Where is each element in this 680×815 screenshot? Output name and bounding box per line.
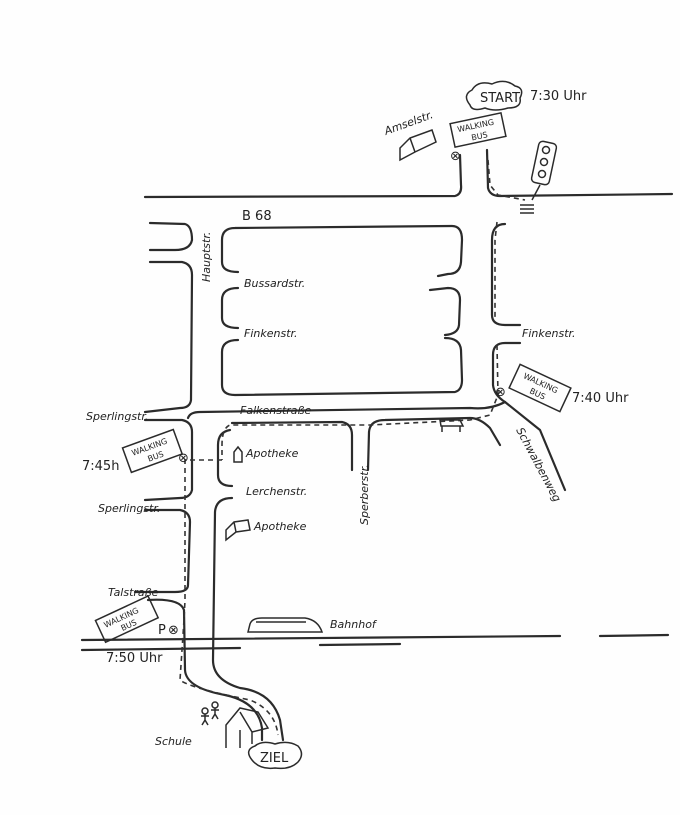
falkenstrasse-north-edge xyxy=(186,400,507,420)
stop-time: 7:40 Uhr xyxy=(572,391,629,406)
railway xyxy=(80,617,670,652)
school-road-west-edge xyxy=(146,598,264,742)
school-house-icon xyxy=(225,707,270,748)
goal-cloud: ZIEL xyxy=(247,741,303,770)
b68-south-edge xyxy=(148,221,194,252)
sperberstr-label: Sperberstr. xyxy=(358,464,371,525)
stop-time: 7:45h xyxy=(82,459,119,474)
school-label: Schule xyxy=(155,735,192,748)
crosswalk-icon xyxy=(520,204,534,214)
b68-label: B 68 xyxy=(242,209,272,224)
start-label: START xyxy=(480,91,520,106)
apotheke-label: Apotheke xyxy=(253,520,307,533)
rail-line-north xyxy=(80,633,670,642)
amselstr-label: Amselstr. xyxy=(382,108,435,138)
sperlingstr-label: Sperlingstr. xyxy=(98,502,160,515)
stop-marker-icon: ⊗ xyxy=(450,149,461,164)
traffic-light-icon xyxy=(530,140,558,201)
hauptstr-south-east-edge xyxy=(211,496,285,742)
schwalbenweg-label: Schwalbenweg xyxy=(513,425,563,504)
train-icon xyxy=(247,617,324,633)
walking-bus-sign-1: WALKING BUS xyxy=(449,111,507,149)
walking-bus-sign-3: WALKING BUS xyxy=(121,428,184,474)
hauptstr-west-edge xyxy=(143,260,194,414)
talstrasse-label: Talstraße xyxy=(108,586,159,599)
stop-marker-icon: ⊗ xyxy=(168,623,179,638)
sperlingstr-label: Sperlingstr. xyxy=(86,410,148,423)
bench-icon xyxy=(439,419,465,432)
hauptstr-label: Hauptstr. xyxy=(200,232,213,282)
bahnhof-label: Bahnhof xyxy=(330,618,378,631)
children-icon xyxy=(201,701,219,726)
stop-marker-icon: ⊗ xyxy=(178,451,189,466)
finkenstr-right-label: Finkenstr. xyxy=(522,327,576,340)
rail-line-south xyxy=(80,642,402,652)
walking-bus-route xyxy=(179,159,526,736)
start-cloud: START xyxy=(465,80,523,111)
hauptstr-south-west-edge xyxy=(133,418,194,594)
goal-label: ZIEL xyxy=(260,751,289,766)
falkenstrasse-label: Falkenstraße xyxy=(240,404,311,417)
stop-marker-icon: ⊗ xyxy=(495,385,506,400)
pharmacy-house-icon xyxy=(225,519,251,542)
lerchenstr-label: Lerchenstr. xyxy=(246,485,307,498)
sperberstr-east-edge xyxy=(366,416,502,472)
house-icon xyxy=(399,129,437,162)
block-1 xyxy=(220,224,464,278)
walking-bus-sign-2: WALKING BUS xyxy=(508,363,572,413)
finkenstr-left-label: Finkenstr. xyxy=(244,327,298,340)
b68-north-edge xyxy=(143,153,463,199)
start-road-east-edge xyxy=(485,148,674,198)
walking-bus-sign-4: WALKING BUS xyxy=(94,595,160,644)
apotheke-label: Apotheke xyxy=(245,447,299,460)
block-3 xyxy=(220,336,464,397)
pharmacy-icon xyxy=(233,445,243,463)
east-road-west-edge xyxy=(490,222,522,404)
sign-text: BUS xyxy=(471,130,489,142)
block-2 xyxy=(220,286,462,337)
start-time: 7:30 Uhr xyxy=(530,89,587,104)
roads xyxy=(133,148,674,742)
schwalbenweg xyxy=(503,400,567,492)
stop-time: 7:50 Uhr xyxy=(106,651,163,666)
bussardstr-label: Bussardstr. xyxy=(244,277,305,290)
parking-label: P xyxy=(158,623,166,638)
